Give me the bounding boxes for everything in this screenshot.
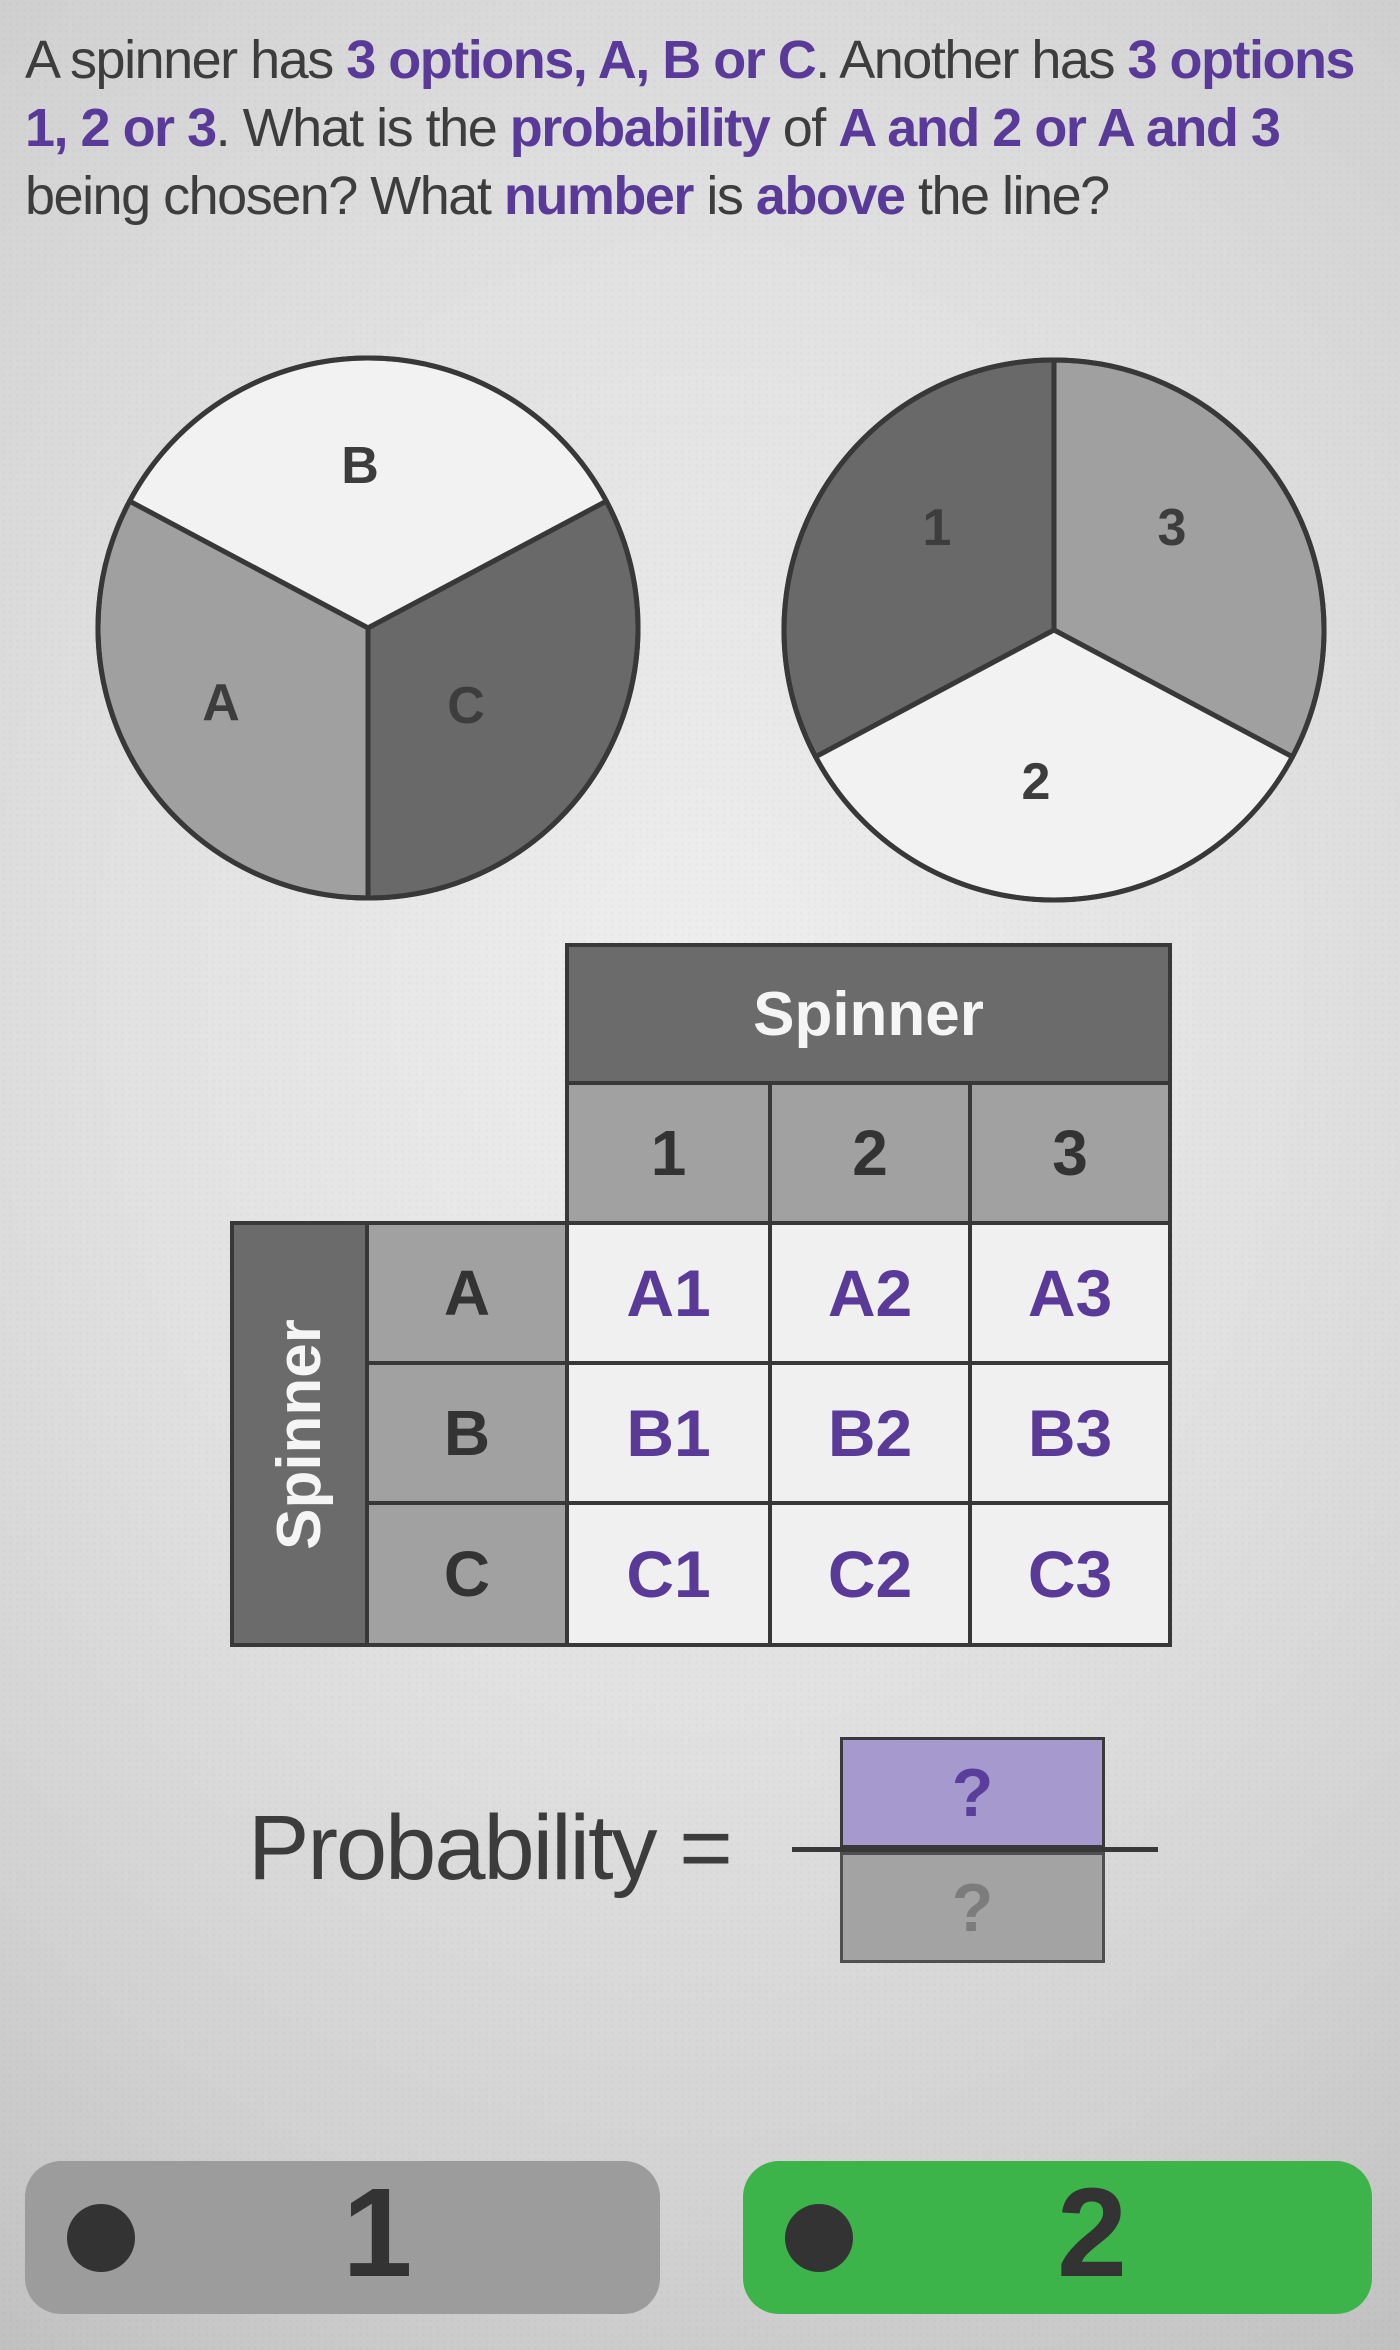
question-segment: is [692,166,756,226]
table-top-header: Spinner [565,943,1172,1085]
table-cell-c1: C1 [565,1501,772,1647]
table-cell-c2: C2 [768,1501,972,1647]
question-segment: . What is the [215,98,510,158]
sector-3-label: 3 [1158,499,1187,557]
table-cell-a3: A3 [968,1221,1172,1365]
sector-a-label: A [202,674,240,732]
table-cell-b1: B1 [565,1361,772,1505]
row-header-a: A [365,1221,569,1365]
question-segment-highlight: number [503,166,695,226]
radio-dot-icon [785,2203,853,2272]
table-cell-c3: C3 [968,1501,1172,1647]
table-cell-b3: B3 [968,1361,1172,1505]
probability-label: Probability = [248,1797,733,1899]
fraction-numerator-box: ? [840,1737,1105,1848]
table-cell-a1: A1 [565,1221,772,1365]
question-segment: being chosen? What [25,166,504,226]
question-segment: the line? [904,166,1110,226]
question-segment-highlight: above [755,166,906,226]
radio-dot-icon [67,2203,135,2272]
question-text: A spinner has 3 options, A, B or C. Anot… [25,26,1355,230]
question-segment-highlight: 3 options [1127,30,1355,90]
question-segment-highlight: 1, 2 or 3 [25,98,217,158]
col-header-2: 2 [768,1081,972,1225]
sector-b-label: B [341,437,379,495]
answer-1-label: 1 [342,2161,413,2303]
col-header-3: 3 [968,1081,1172,1225]
question-segment-highlight: 3 options, A, B or C [346,30,817,90]
row-header-b: B [365,1361,569,1505]
row-header-c: C [365,1501,569,1647]
spinner-numbers-pie: 1 3 2 [781,357,1327,903]
question-segment: of [769,98,839,158]
pie-outline [781,357,1327,903]
question-segment: . Another has [815,30,1128,90]
question-segment-highlight: A and 2 or A and 3 [838,98,1281,158]
table-left-header: Spinner [230,1221,369,1647]
question-line-1: A spinner has 3 options, A, B or C. Anot… [25,26,1355,94]
answer-2-label: 2 [1057,2161,1128,2303]
fraction-denominator-box: ? [840,1852,1105,1963]
question-segment-highlight: probability [509,98,771,158]
question-line-2: 1, 2 or 3. What is the probability of A … [25,94,1354,162]
table-cell-b2: B2 [768,1361,972,1505]
table-cell-a2: A2 [768,1221,972,1365]
sector-c-label: C [447,677,485,735]
answer-button-2[interactable]: 2 [743,2161,1372,2314]
fraction-line [792,1847,1158,1852]
table-left-header-label: Spinner [265,1318,334,1550]
question-segment: A spinner has [25,30,347,90]
fraction-denominator-value: ? [951,1869,994,1946]
sector-1-label: 1 [923,499,952,557]
spinner-letters-pie: B A C [95,355,641,901]
question-line-3: being chosen? What number is above the l… [25,162,1354,230]
pie-outline [95,355,641,901]
col-header-1: 1 [565,1081,772,1225]
sector-2-label: 2 [1022,753,1051,811]
fraction-numerator-value: ? [951,1754,994,1831]
answer-button-1[interactable]: 1 [25,2161,660,2314]
